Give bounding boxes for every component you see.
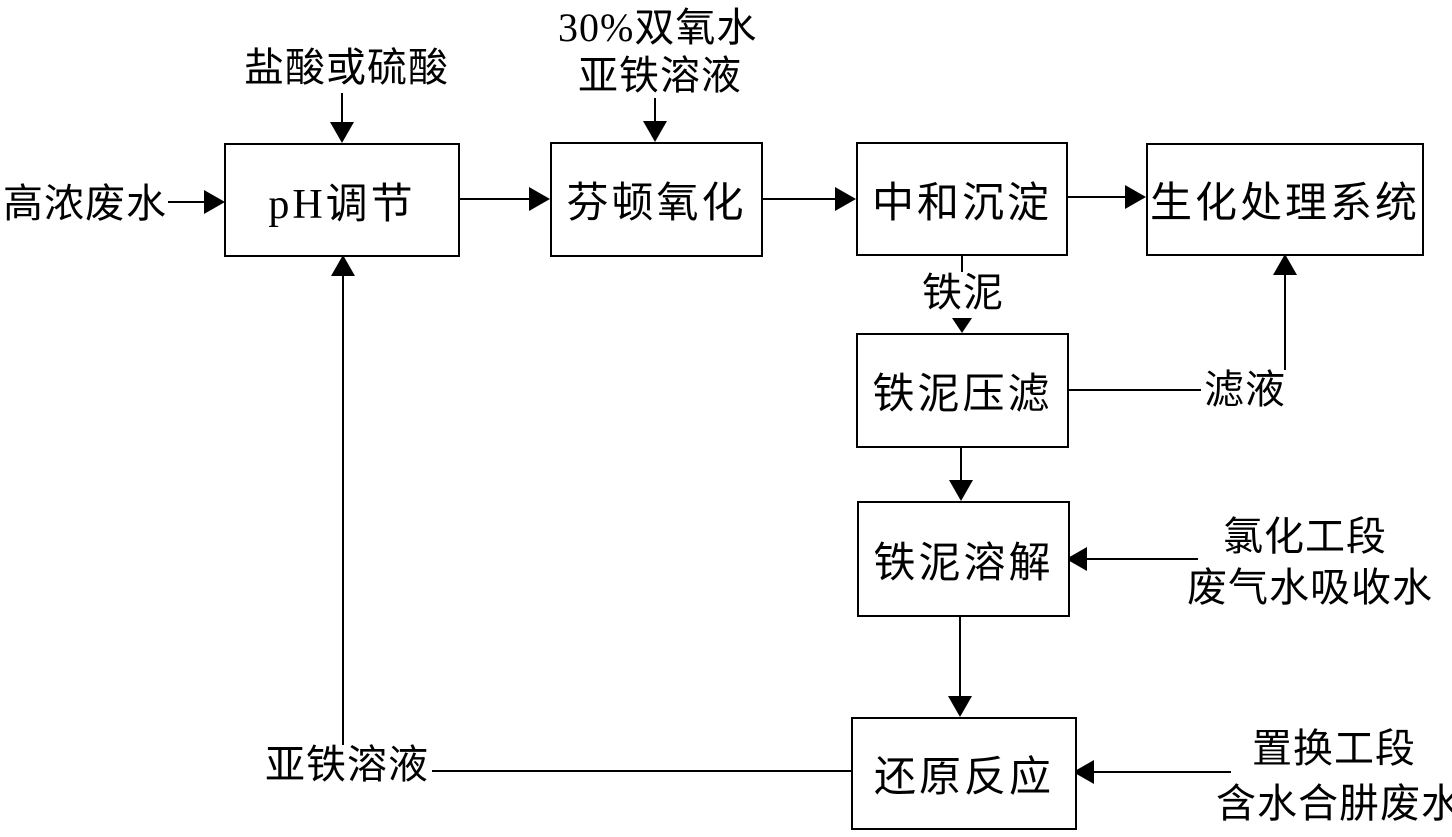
flow-line-iron-sludge — [961, 252, 963, 272]
process-box-sludge-press-label: 铁泥压滤 — [872, 372, 1053, 418]
process-box-fenton-oxidation: 芬顿氧化 — [550, 142, 763, 257]
arrowhead-filtrate-to-biochem-icon — [1273, 254, 1297, 275]
arrowhead-replacement-to-reduction-icon — [1073, 760, 1094, 784]
label-ferrous-return: 亚铁溶液 — [262, 745, 432, 785]
process-box-sludge-dissolve: 铁泥溶解 — [857, 501, 1070, 617]
arrowhead-ferrous-to-ph-icon — [331, 255, 355, 276]
flow-line-acid — [341, 93, 343, 125]
label-peroxide-line1: 30%双氧水 — [558, 5, 758, 50]
process-box-fenton-oxidation-label: 芬顿氧化 — [566, 181, 747, 227]
flow-line-replacement — [1093, 771, 1231, 773]
flow-line-chlorination — [1086, 558, 1198, 560]
arrowhead-neutralization-to-biochem-icon — [1125, 185, 1146, 209]
flow-line-neutralization-to-biochem — [1064, 196, 1126, 198]
flow-line-ph-to-fenton — [456, 198, 531, 200]
process-box-neutralization-label: 中和沉淀 — [871, 180, 1052, 227]
label-replacement-line1: 置换工段 — [1252, 726, 1416, 771]
flow-line-peroxide — [654, 98, 656, 124]
flow-line-press-to-dissolve — [960, 444, 962, 480]
flow-line-filtrate-to-biochem — [1284, 274, 1286, 390]
arrowhead-sludge-to-press-icon — [952, 318, 972, 333]
process-box-biochemical-system-label: 生化处理系统 — [1149, 181, 1420, 227]
arrowhead-dissolve-to-reduction-icon — [948, 696, 972, 717]
flow-line-fenton-to-neutralization — [759, 198, 836, 200]
flow-line-reduction-to-ferrous — [424, 770, 851, 772]
process-box-ph-adjust: pH调节 — [224, 143, 460, 257]
label-replacement-line2: 含水合肼废水 — [1216, 781, 1452, 826]
process-box-sludge-dissolve-label: 铁泥溶解 — [873, 540, 1054, 587]
process-box-ph-adjust-label: pH调节 — [268, 181, 416, 228]
label-chlorination-line2: 废气水吸收水 — [1187, 565, 1433, 610]
arrowhead-press-to-dissolve-icon — [949, 480, 973, 501]
label-acid-feed: 盐酸或硫酸 — [244, 45, 449, 90]
process-box-reduction-reaction: 还原反应 — [851, 717, 1077, 830]
label-filtrate: 滤液 — [1201, 370, 1289, 410]
arrowhead-peroxide-to-fenton-icon — [643, 121, 667, 142]
arrowhead-chlorination-to-dissolve-icon — [1066, 547, 1087, 571]
arrowhead-acid-to-ph-icon — [330, 122, 354, 143]
arrowhead-fenton-to-neutralization-icon — [835, 187, 856, 211]
label-peroxide-line2: 亚铁溶液 — [578, 53, 742, 98]
arrowhead-ph-to-fenton-icon — [529, 187, 550, 211]
label-chlorination-line1: 氯化工段 — [1223, 514, 1387, 559]
label-influent: 高浓废水 — [3, 181, 167, 226]
process-box-sludge-press: 铁泥压滤 — [856, 333, 1069, 448]
process-box-reduction-reaction-label: 还原反应 — [873, 755, 1054, 801]
flow-line-influent — [168, 201, 206, 203]
process-box-neutralization: 中和沉淀 — [856, 142, 1068, 256]
flow-line-press-to-filtrate — [1065, 389, 1201, 391]
process-box-biochemical-system: 生化处理系统 — [1146, 143, 1424, 256]
flow-line-dissolve-to-reduction — [959, 613, 961, 697]
arrowhead-influent-to-ph-icon — [204, 190, 225, 214]
flow-line-ferrous-to-ph — [342, 276, 344, 745]
label-iron-sludge: 铁泥 — [919, 273, 1007, 313]
